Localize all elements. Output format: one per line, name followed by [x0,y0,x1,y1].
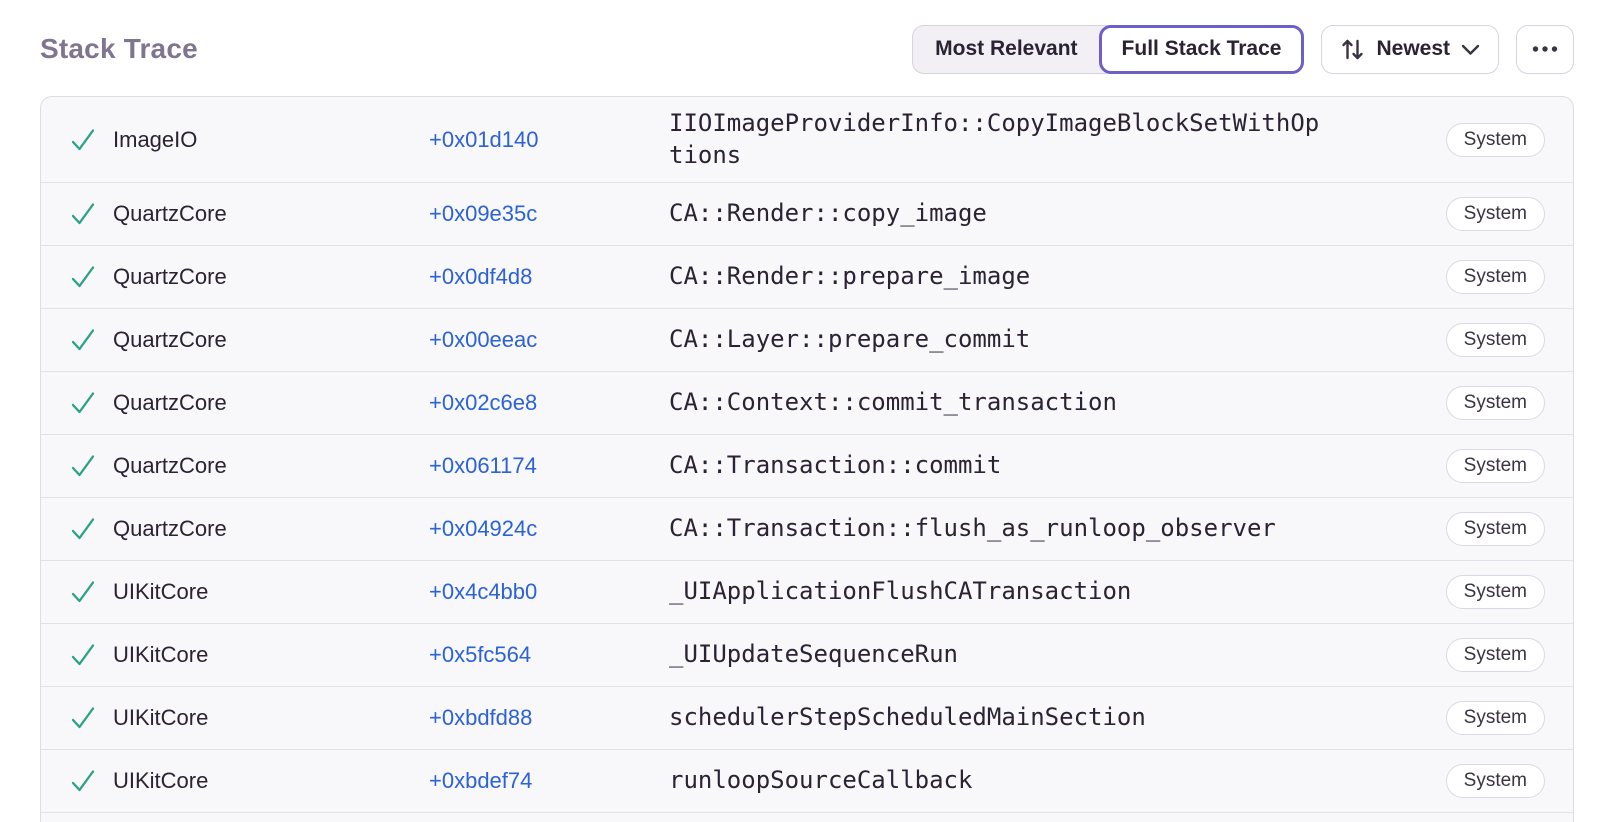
frame-origin-badge: System [1445,701,1545,735]
checkmark-icon [69,263,113,291]
sort-button-label: Newest [1376,37,1450,60]
toggle-most-relevant[interactable]: Most Relevant [935,37,1078,60]
frame-address-link[interactable]: +0x02c6e8 [429,390,538,415]
sort-newest-button[interactable]: Newest [1321,24,1499,74]
frame-module: QuartzCore [113,327,227,352]
clipped-next-row [41,812,1573,822]
frame-address-link[interactable]: +0x5fc564 [429,642,532,667]
stack-frame-row[interactable]: UIKitCore +0x5fc564 _UIUpdateSequenceRun… [41,623,1573,686]
stack-frame-row[interactable]: QuartzCore +0x02c6e8 CA::Context::commit… [41,371,1573,434]
stack-frame-row[interactable]: UIKitCore +0xbdfd88 schedulerStepSchedul… [41,686,1573,749]
frame-function-name: CA::Transaction::commit [669,451,1002,480]
checkmark-icon [69,578,113,606]
page-title: Stack Trace [40,33,198,64]
stack-frame-list: ImageIO +0x01d140 IIOImageProviderInfo::… [41,97,1573,812]
frame-address-link[interactable]: +0xbdef74 [429,768,533,793]
frame-function-name: CA::Context::commit_transaction [669,388,1117,417]
checkmark-icon [69,200,113,228]
toggle-full-stack-trace[interactable]: Full Stack Trace [1098,24,1305,74]
stack-trace-header: Stack Trace Most Relevant Full Stack Tra… [40,24,1574,74]
frame-address-link[interactable]: +0xbdfd88 [429,705,533,730]
frame-function-name: CA::Transaction::flush_as_runloop_observ… [669,514,1276,543]
frame-function-name: CA::Render::copy_image [669,199,987,228]
checkmark-icon [69,126,113,154]
frame-origin-badge: System [1445,260,1545,294]
frame-module: QuartzCore [113,390,227,415]
frame-module: UIKitCore [113,642,209,667]
checkmark-icon [69,641,113,669]
frame-address-link[interactable]: +0x0df4d8 [429,264,533,289]
stack-frame-row[interactable]: QuartzCore +0x0df4d8 CA::Render::prepare… [41,245,1573,308]
frame-origin-badge: System [1445,638,1545,672]
checkmark-icon [69,389,113,417]
header-controls: Most Relevant Full Stack Trace Newest [912,24,1574,74]
stack-frame-row[interactable]: UIKitCore +0x4c4bb0 _UIApplicationFlushC… [41,560,1573,623]
checkmark-icon [69,704,113,732]
frame-function-name: _UIUpdateSequenceRun [669,640,958,669]
checkmark-icon [69,452,113,480]
stack-frame-row[interactable]: QuartzCore +0x09e35c CA::Render::copy_im… [41,182,1573,245]
frame-module: UIKitCore [113,768,209,793]
frame-module: QuartzCore [113,453,227,478]
frame-module: QuartzCore [113,516,227,541]
frame-function-name: runloopSourceCallback [669,766,973,795]
frame-origin-badge: System [1445,122,1545,157]
stack-frame-row[interactable]: UIKitCore +0xbdef74 runloopSourceCallbac… [41,749,1573,812]
ellipsis-icon [1532,45,1558,53]
frame-origin-badge: System [1445,575,1545,609]
stack-frame-row[interactable]: QuartzCore +0x00eeac CA::Layer::prepare_… [41,308,1573,371]
chevron-down-icon [1461,43,1480,56]
frame-origin-badge: System [1445,449,1545,483]
more-options-button[interactable] [1516,24,1574,74]
sort-arrows-icon [1340,36,1365,63]
frame-address-link[interactable]: +0x00eeac [429,327,538,352]
stack-frame-row[interactable]: QuartzCore +0x04924c CA::Transaction::fl… [41,497,1573,560]
frame-function-name: schedulerStepScheduledMainSection [669,703,1146,732]
frame-address-link[interactable]: +0x04924c [429,516,538,541]
view-toggle: Most Relevant Full Stack Trace [912,24,1305,74]
frame-origin-badge: System [1445,512,1545,546]
stack-frame-row[interactable]: ImageIO +0x01d140 IIOImageProviderInfo::… [41,97,1573,182]
frame-address-link[interactable]: +0x01d140 [429,126,539,152]
frame-address-link[interactable]: +0x4c4bb0 [429,579,538,604]
checkmark-icon [69,767,113,795]
frame-address-link[interactable]: +0x09e35c [429,201,538,226]
frame-module: QuartzCore [113,201,227,226]
frame-function-name: CA::Render::prepare_image [669,262,1031,291]
frame-origin-badge: System [1445,323,1545,357]
checkmark-icon [69,326,113,354]
frame-function-name: CA::Layer::prepare_commit [669,325,1031,354]
frame-module: UIKitCore [113,579,209,604]
frame-address-link[interactable]: +0x061174 [429,453,537,478]
checkmark-icon [69,515,113,543]
frame-origin-badge: System [1445,197,1545,231]
frame-module: QuartzCore [113,264,227,289]
stack-trace-panel: Stack Trace Most Relevant Full Stack Tra… [0,24,1614,822]
frame-origin-badge: System [1445,386,1545,420]
frame-origin-badge: System [1445,764,1545,798]
frame-module: ImageIO [113,126,198,152]
frame-module: UIKitCore [113,705,209,730]
frame-function-name: IIOImageProviderInfo::CopyImageBlockSetW… [669,108,1320,169]
stack-frame-row[interactable]: QuartzCore +0x061174 CA::Transaction::co… [41,434,1573,497]
stack-trace-table: ImageIO +0x01d140 IIOImageProviderInfo::… [40,96,1574,822]
frame-function-name: _UIApplicationFlushCATransaction [669,577,1132,606]
